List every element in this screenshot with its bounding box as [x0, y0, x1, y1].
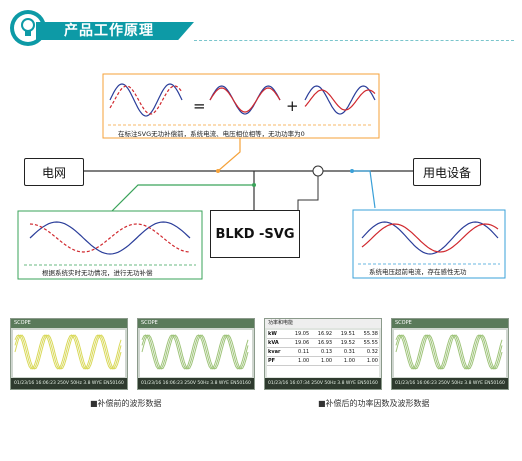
current-wave — [209, 87, 281, 113]
voltage-wave — [304, 85, 376, 115]
waveform-before — [14, 334, 122, 370]
voltage-wave — [29, 221, 191, 255]
screen-title: SCOPE — [141, 320, 158, 326]
scope-screen-before: SCOPE 01/23/16 16:06:23 250V 50Hz 3.8 WY… — [10, 318, 128, 390]
page-title: 产品工作原理 — [64, 23, 154, 39]
before-caption: ■补偿前的波形数据 — [90, 399, 162, 408]
scope-trace — [14, 334, 122, 370]
screen-footer: 01/23/16 16:07:34 250V 50Hz 3.8 WYE EN50… — [268, 381, 378, 386]
screen-title: 功率和电能 — [268, 320, 294, 326]
equals-symbol: = — [193, 97, 206, 115]
voltage-wave — [209, 85, 281, 115]
screen-title: SCOPE — [395, 320, 412, 326]
screen-footer: 01/23/16 16:06:23 250V 50Hz 3.8 WYE EN50… — [141, 381, 251, 386]
principle-diagram — [17, 73, 506, 280]
scope-trace — [395, 334, 503, 370]
plus-symbol: + — [286, 97, 299, 115]
voltage-wave — [109, 83, 183, 117]
scope-trace — [141, 334, 249, 370]
screen-footer: 01/23/16 16:06:23 250V 50Hz 3.8 WYE EN50… — [395, 381, 505, 386]
waveform-before-2 — [141, 334, 249, 370]
header-divider — [194, 40, 514, 41]
scope-trace — [14, 334, 122, 370]
grid-label: 电网 — [41, 165, 66, 180]
scope-screen-after: SCOPE 01/23/16 16:06:23 250V 50Hz 3.8 WY… — [391, 318, 509, 390]
compensation-wave — [29, 223, 191, 253]
svg-device-label: BLKD -SVG — [215, 226, 295, 242]
screen-title: SCOPE — [14, 320, 31, 326]
grid-box: 电网 — [24, 158, 84, 186]
current-wave — [109, 85, 183, 115]
scope-screen-before-2: SCOPE 01/23/16 16:06:23 250V 50Hz 3.8 WY… — [137, 318, 255, 390]
waveform-after — [395, 334, 503, 370]
voltage-wave — [361, 221, 499, 255]
current-wave — [304, 89, 376, 111]
top-caption: 在标注SVG无功补偿前，系统电流、电压相位相等，无功功率为0 — [118, 130, 305, 138]
scope-trace — [395, 334, 503, 370]
right-caption: 系统电压超前电流，存在感性无功 — [369, 268, 467, 276]
after-caption: ■补偿后的功率因数及波形数据 — [318, 399, 430, 408]
left-caption: 根据系统实时无功情况，进行无功补偿 — [42, 269, 153, 277]
screen-footer: 01/23/16 16:06:23 250V 50Hz 3.8 WYE EN50… — [14, 381, 124, 386]
svg-device-box: BLKD -SVG — [210, 210, 300, 258]
scope-trace — [141, 334, 249, 370]
current-wave — [361, 223, 499, 253]
load-label: 用电设备 — [422, 165, 471, 180]
header-banner — [36, 22, 194, 40]
load-box: 用电设备 — [413, 158, 481, 186]
